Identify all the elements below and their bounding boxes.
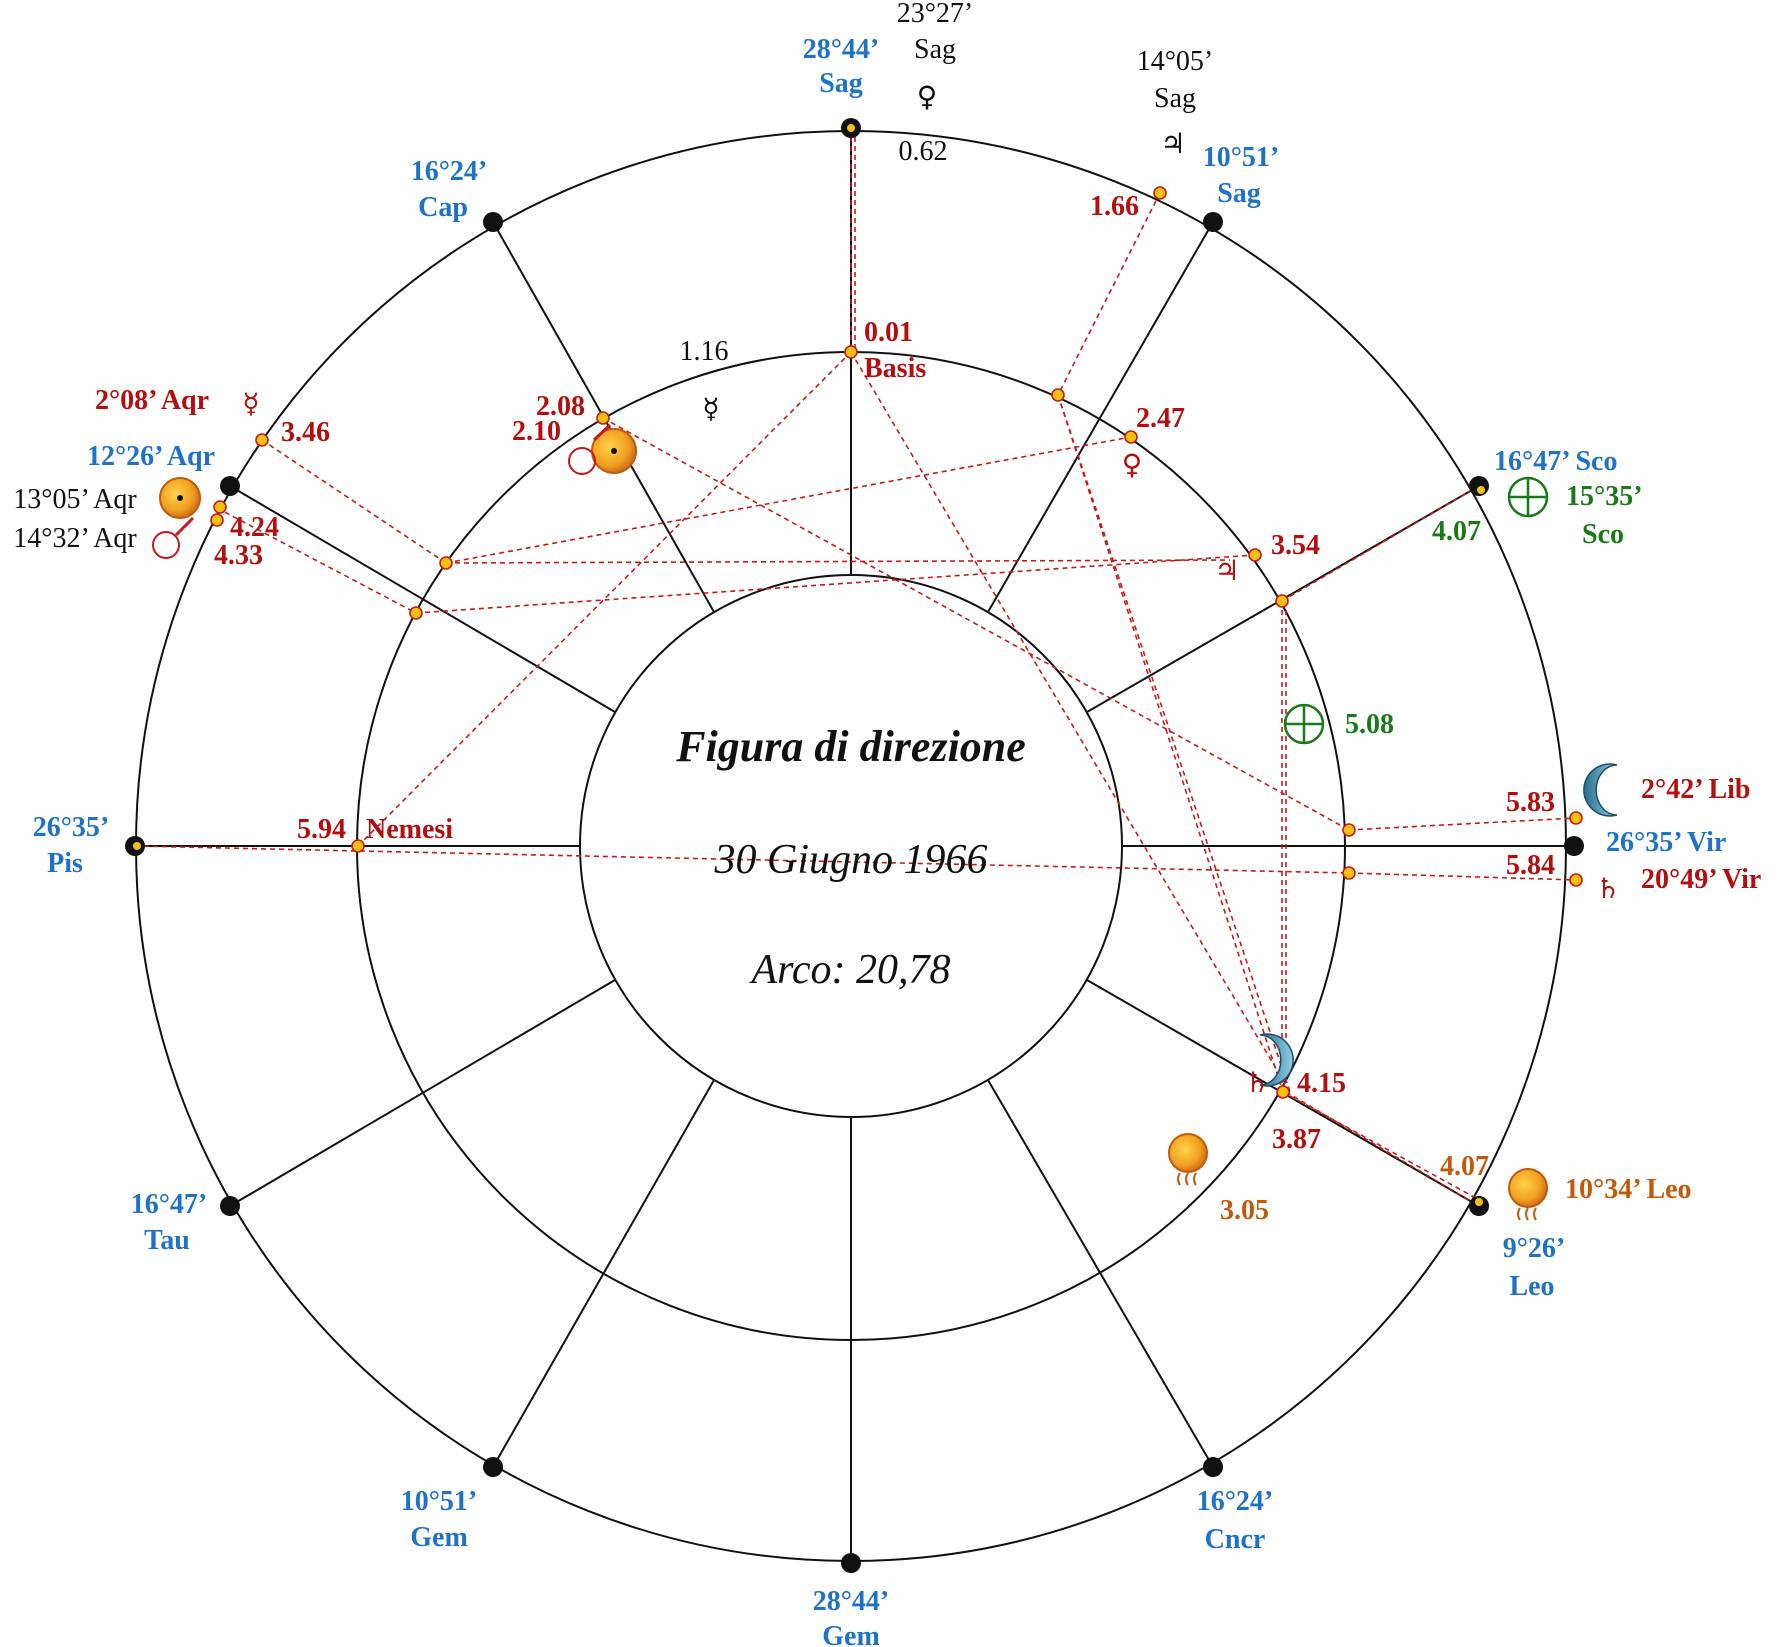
mercury-inner-value: 1.16 (680, 336, 729, 367)
cusp-pis-sign: Pis (47, 848, 83, 879)
mars-natal-label: 14°32’ Aqr (13, 523, 137, 554)
sun-inner-icon (591, 428, 637, 474)
direction-lines (134, 128, 1577, 1207)
value-4-07-sco: 4.07 (1432, 516, 1481, 547)
sun-leo-outer-icon (1508, 1168, 1548, 1221)
cusp-top-sign: Sag (819, 68, 863, 99)
mercury-label: 2°08’ Aqr (95, 385, 209, 416)
mars-inner-icon (568, 423, 612, 475)
mars-natal-icon (152, 516, 195, 559)
figure-date: 30 Giugno 1966 (714, 837, 988, 883)
cusp-leo-sign: Leo (1509, 1271, 1554, 1302)
cusp-sco-deg: 16°47’ Sco (1494, 446, 1617, 477)
value-3-05: 3.05 (1220, 1195, 1269, 1226)
jupiter-inner-icon: ♃ (1214, 554, 1239, 587)
cusp-bottom-sign: Gem (822, 1621, 880, 1647)
cusp-leo-deg: 9°26’ (1503, 1233, 1566, 1264)
cusp-tau-deg: 16°47’ (131, 1189, 208, 1220)
cusp-cncr-deg: 16°24’ (1197, 1486, 1274, 1517)
cusp-sag-right-sign: Sag (1217, 178, 1261, 209)
moon-outer-label: 2°42’ Lib (1641, 774, 1750, 805)
venus-top-value: 0.62 (899, 136, 948, 167)
cusp-cncr-sign: Cncr (1205, 1524, 1266, 1555)
earth-outer-deg: 15°35’ (1566, 481, 1643, 512)
value-2-08: 2.08 (536, 391, 585, 422)
venus-top-deg: 23°27’ (897, 0, 974, 29)
cusp-gem-left-deg: 10°51’ (401, 1486, 478, 1517)
cusp-cap-deg: 16°24’ (411, 156, 488, 187)
value-4-07-leo: 4.07 (1440, 1151, 1489, 1182)
sun-natal-label: 13°05’ Aqr (13, 484, 137, 515)
value-3-54: 3.54 (1271, 530, 1320, 561)
sun-leo-label: 10°34’ Leo (1565, 1174, 1692, 1205)
moon-outer-icon (1583, 763, 1618, 817)
cusp-cap-sign: Cap (418, 192, 468, 223)
cusp-gem-left-sign: Gem (410, 1522, 468, 1553)
jupiter-top-icon: ♃ (1160, 127, 1185, 160)
value-5-94: 5.94 (297, 814, 346, 845)
value-2-10: 2.10 (512, 416, 561, 447)
sun-leo-inner-icon (1168, 1133, 1208, 1186)
value-4-24: 4.24 (230, 512, 279, 543)
cusp-bottom-deg: 28°44’ (813, 1586, 890, 1617)
value-5-83: 5.83 (1506, 787, 1555, 818)
value-3-46: 3.46 (281, 417, 330, 448)
cusp-aqr-deg: 12°26’ Aqr (87, 441, 215, 472)
earth-icon-inner (1283, 703, 1325, 745)
earth-icon-outer (1507, 476, 1549, 518)
mercury-icon: ☿ (242, 387, 259, 420)
value-1-66: 1.66 (1090, 191, 1139, 222)
jupiter-top-deg: 14°05’ (1137, 46, 1214, 77)
saturn-inner-icon: ♄ (1244, 1066, 1269, 1099)
saturn-outer-label: 20°49’ Vir (1641, 864, 1761, 895)
value-3-87: 3.87 (1272, 1124, 1321, 1155)
value-5-08: 5.08 (1345, 709, 1394, 740)
cusp-tau-sign: Tau (144, 1225, 190, 1256)
value-2-47: 2.47 (1136, 403, 1185, 434)
figure-title: Figura di direzione (675, 722, 1026, 771)
value-4-15: 4.15 (1297, 1068, 1346, 1099)
value-5-84: 5.84 (1506, 850, 1555, 881)
saturn-outer-icon: ♄ (1595, 872, 1620, 905)
basis-label: Basis (864, 353, 926, 384)
sun-natal-icon (159, 477, 201, 519)
value-4-33: 4.33 (214, 540, 263, 571)
moon-inner-icon (1259, 1033, 1294, 1087)
jupiter-top-sign: Sag (1154, 83, 1196, 114)
venus-top-sign: Sag (914, 34, 956, 65)
cusp-top-deg: 28°44’ (803, 34, 880, 65)
cusp-pis-deg: 26°35’ (33, 812, 110, 843)
cusp-sag-right-deg: 10°51’ (1203, 142, 1280, 173)
earth-outer-sign: Sco (1582, 519, 1624, 550)
cusp-vir-deg: 26°35’ Vir (1606, 827, 1726, 858)
cusp-dot-highlights (133, 124, 1485, 1206)
venus-top-icon: ♀ (917, 80, 938, 113)
nemesi-label: Nemesi (366, 814, 453, 845)
mercury-inner-icon: ☿ (702, 392, 719, 425)
figure-arc: Arco: 20,78 (748, 947, 950, 993)
venus-inner-icon: ♀ (1122, 448, 1143, 481)
value-0-01: 0.01 (864, 317, 913, 348)
marker-points (210, 186, 1583, 1099)
